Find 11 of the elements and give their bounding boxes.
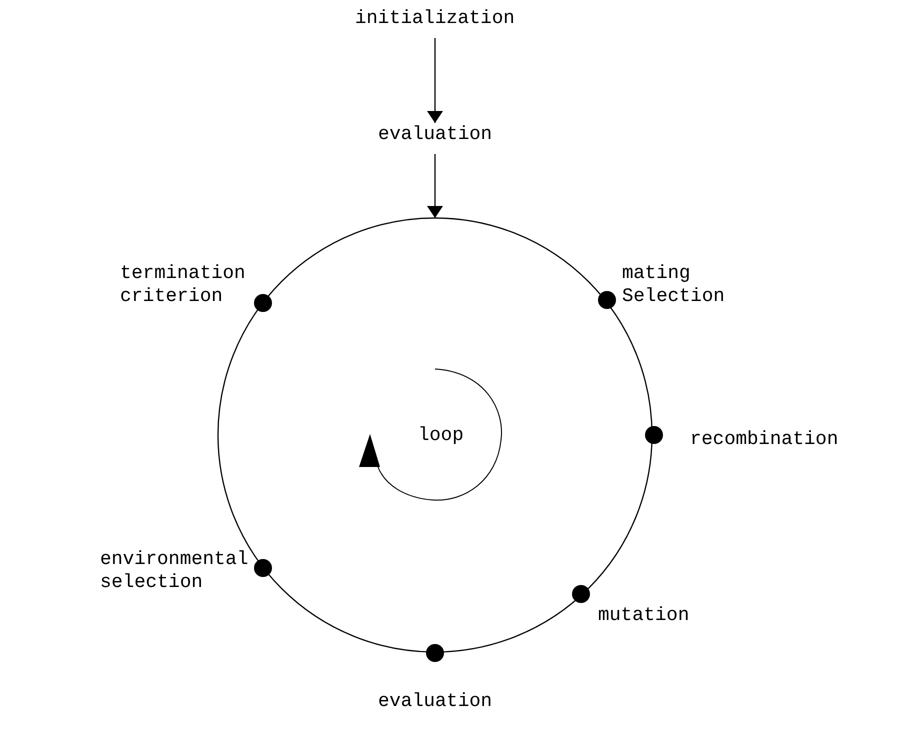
step-label: environmental selection xyxy=(100,548,250,594)
arrow xyxy=(427,38,443,123)
step-label: recombination xyxy=(690,428,840,451)
step-label: evaluation xyxy=(378,123,492,146)
loop-label: loop xyxy=(418,424,464,447)
step-label: mutation xyxy=(598,604,690,627)
arrow xyxy=(427,154,443,218)
step-label: mating Selection xyxy=(622,262,726,308)
step-label: initialization xyxy=(355,7,515,30)
step-label: evaluation xyxy=(378,690,492,713)
step-label: termination criterion xyxy=(120,262,246,308)
